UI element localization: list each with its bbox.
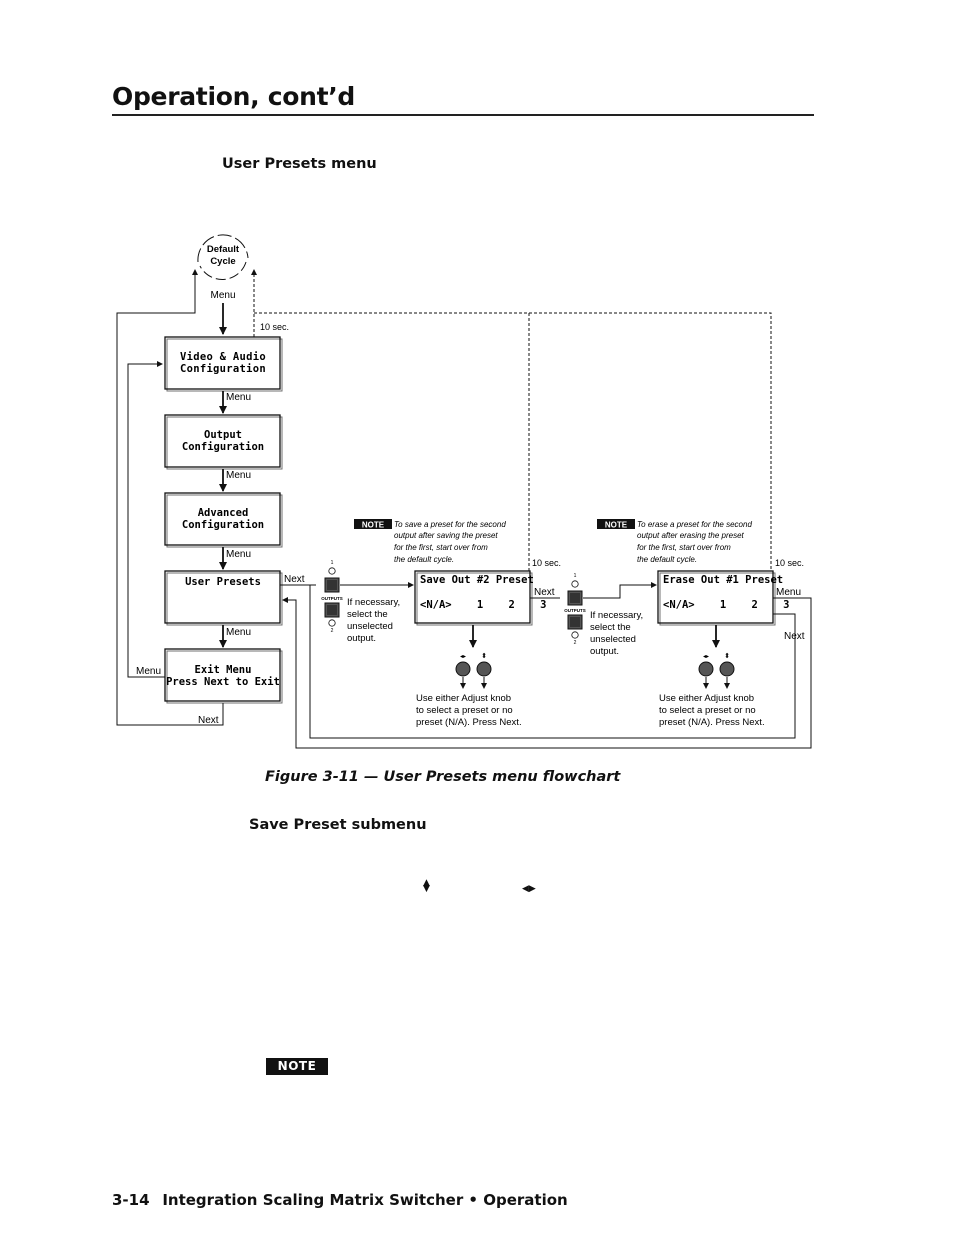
svg-text:NOTE: NOTE xyxy=(362,521,385,530)
left-right-arrows-icon: ◀▶ xyxy=(522,884,536,894)
page-title: Operation, cont’d xyxy=(112,82,356,111)
note-badge xyxy=(354,519,392,529)
subsection-heading: Save Preset submenu xyxy=(249,817,427,833)
knob-instruction-erase: Use either Adjust knob to select a prese… xyxy=(659,693,765,728)
next-label: Next xyxy=(534,587,555,598)
svg-text:Configuration: Configuration xyxy=(180,363,266,375)
svg-text:Configuration: Configuration xyxy=(182,519,264,531)
figure-caption: Figure 3-11 — User Presets menu flowchar… xyxy=(265,769,621,785)
svg-text:for the first, start over from: for the first, start over from xyxy=(637,543,731,552)
svg-text:⬍: ⬍ xyxy=(724,652,730,660)
svg-text:To save a preset for the secon: To save a preset for the second xyxy=(394,520,506,529)
note-text-erase: To erase a preset for the second output … xyxy=(637,520,752,564)
svg-text:Erase Out #1 Preset: Erase Out #1 Preset xyxy=(663,574,783,586)
svg-text:OUTPUTS: OUTPUTS xyxy=(321,596,343,601)
menu-box-video-audio: Video & Audio Configuration xyxy=(164,336,283,392)
default-cycle-label: Default xyxy=(207,244,240,255)
svg-text:<N/A> 1 2 3: <N/A> 1 2 3 xyxy=(420,599,546,611)
svg-text:◂▸: ◂▸ xyxy=(460,654,466,660)
svg-text:to select a preset or no: to select a preset or no xyxy=(659,705,756,716)
svg-text:1: 1 xyxy=(331,560,334,566)
svg-text:<N/A> 1 2 3: <N/A> 1 2 3 xyxy=(663,599,789,611)
svg-text:OUTPUTS: OUTPUTS xyxy=(564,608,586,613)
svg-text:If necessary,: If necessary, xyxy=(590,610,643,621)
svg-text:Output: Output xyxy=(204,429,242,441)
svg-text:◂▸: ◂▸ xyxy=(703,654,709,660)
svg-text:preset (N/A). Press Next.: preset (N/A). Press Next. xyxy=(416,717,522,728)
title-rule xyxy=(112,114,814,116)
svg-text:Video & Audio: Video & Audio xyxy=(180,351,266,363)
svg-text:the default cycle.: the default cycle. xyxy=(637,555,697,564)
note-badge: NOTE xyxy=(266,1058,328,1075)
svg-text:Press Next to Exit: Press Next to Exit xyxy=(166,676,280,688)
page-footer: 3-14 Integration Scaling Matrix Switcher… xyxy=(112,1191,568,1209)
timeout-label: 10 sec. xyxy=(260,322,289,332)
lcd-erase-preset: Erase Out #1 Preset <N/A> 1 2 3 xyxy=(657,570,789,626)
svg-text:Use either Adjust knob: Use either Adjust knob xyxy=(416,693,511,704)
next-label: Next xyxy=(198,715,219,726)
next-label: Next xyxy=(784,631,805,642)
svg-text:To erase a preset for the seco: To erase a preset for the second xyxy=(637,520,752,529)
menu-label: Menu xyxy=(136,666,161,677)
svg-text:output.: output. xyxy=(347,633,376,644)
outputs-buttons-save: 1 OUTPUTS 2 xyxy=(321,560,343,634)
svg-text:output.: output. xyxy=(590,646,619,657)
menu-label: Menu xyxy=(226,470,251,481)
default-cycle-icon: Default Cycle xyxy=(197,234,249,280)
svg-text:⬍: ⬍ xyxy=(481,652,487,660)
select-output-text: If necessary, select the unselected outp… xyxy=(347,597,400,644)
menu-label: Menu xyxy=(226,549,251,560)
svg-text:If necessary,: If necessary, xyxy=(347,597,400,608)
svg-text:select the: select the xyxy=(347,609,388,620)
select-output-text: If necessary, select the unselected outp… xyxy=(590,610,643,657)
svg-text:2: 2 xyxy=(331,628,334,634)
adjust-knobs-erase: ◂▸ ⬍ xyxy=(698,652,735,689)
svg-text:output after saving the preset: output after saving the preset xyxy=(394,531,498,540)
menu-label: Menu xyxy=(210,290,235,301)
next-label: Next xyxy=(284,574,305,585)
default-cycle-label: Cycle xyxy=(210,256,235,267)
svg-text:1: 1 xyxy=(574,573,577,579)
page-number: 3-14 xyxy=(112,1191,150,1209)
svg-text:the default cycle.: the default cycle. xyxy=(394,555,454,564)
footer-text: Integration Scaling Matrix Switcher • Op… xyxy=(162,1191,568,1209)
menu-box-advanced-config: Advanced Configuration xyxy=(164,492,283,548)
svg-text:Advanced: Advanced xyxy=(198,507,249,519)
svg-text:for the first, start over from: for the first, start over from xyxy=(394,543,488,552)
svg-text:Exit Menu: Exit Menu xyxy=(195,664,252,676)
svg-text:output after erasing the prese: output after erasing the preset xyxy=(637,531,745,540)
svg-text:unselected: unselected xyxy=(590,634,636,645)
svg-text:Configuration: Configuration xyxy=(182,441,264,453)
user-presets-flowchart: Default Cycle Menu Video & Audio Configu… xyxy=(116,234,812,749)
note-badge xyxy=(597,519,635,529)
svg-text:select the: select the xyxy=(590,622,631,633)
menu-label: Menu xyxy=(226,392,251,403)
up-down-arrows-icon: ▲▼ xyxy=(423,878,430,894)
lcd-save-preset: Save Out #2 Preset <N/A> 1 2 3 xyxy=(414,570,546,626)
menu-label: Menu xyxy=(776,587,801,598)
svg-text:2: 2 xyxy=(574,640,577,646)
knob-instruction-save: Use either Adjust knob to select a prese… xyxy=(416,693,522,728)
svg-text:to select a preset or no: to select a preset or no xyxy=(416,705,513,716)
svg-text:Save Out #2 Preset: Save Out #2 Preset xyxy=(420,574,534,586)
adjust-knobs-save: ◂▸ ⬍ xyxy=(455,652,492,689)
menu-box-output-config: Output Configuration xyxy=(164,414,283,470)
svg-text:NOTE: NOTE xyxy=(605,521,628,530)
note-text-save: To save a preset for the second output a… xyxy=(394,520,506,564)
timeout-label: 10 sec. xyxy=(532,558,561,568)
outputs-buttons-erase: 1 OUTPUTS 2 xyxy=(564,573,586,646)
menu-label: Menu xyxy=(226,627,251,638)
svg-text:unselected: unselected xyxy=(347,621,393,632)
menu-box-exit: Exit Menu Press Next to Exit xyxy=(164,648,283,704)
timeout-label: 10 sec. xyxy=(775,558,804,568)
svg-text:preset (N/A). Press Next.: preset (N/A). Press Next. xyxy=(659,717,765,728)
menu-box-user-presets: User Presets xyxy=(164,570,283,626)
svg-text:Use either Adjust knob: Use either Adjust knob xyxy=(659,693,754,704)
svg-text:User Presets: User Presets xyxy=(185,576,261,588)
section-heading: User Presets menu xyxy=(222,156,377,172)
